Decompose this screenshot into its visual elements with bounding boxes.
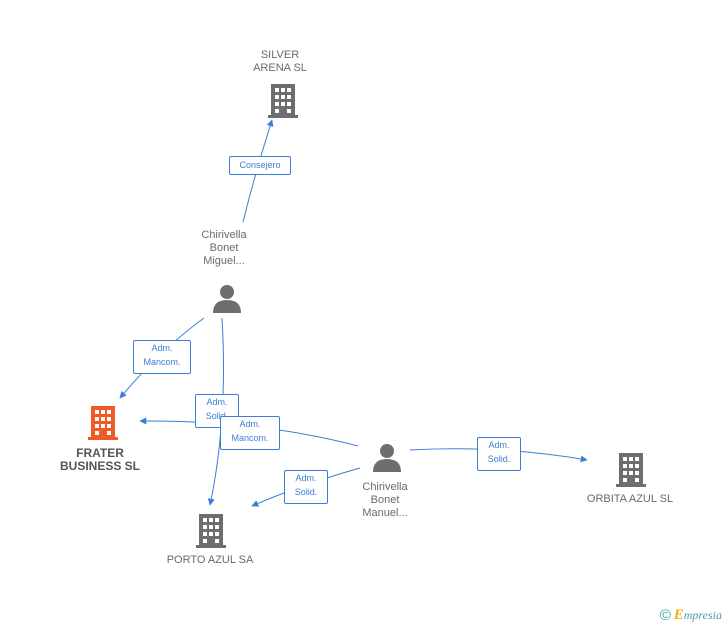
- person-icon[interactable]: [372, 442, 402, 472]
- person-icon[interactable]: [212, 283, 242, 313]
- copyright-symbol: ©: [659, 607, 671, 624]
- edge-label-adm-solid-manuel-porto[interactable]: Adm. Solid.: [284, 470, 328, 504]
- node-label-porto-azul: PORTO AZUL SA: [166, 554, 254, 566]
- node-label-frater-business: FRATER BUSINESS SL: [59, 446, 140, 473]
- building-icon[interactable]: [196, 514, 226, 548]
- building-icon[interactable]: [268, 84, 298, 118]
- building-icon[interactable]: [88, 406, 118, 440]
- edge-label-adm-mancom-miguel[interactable]: Adm. Mancom.: [133, 340, 191, 374]
- node-label-orbita-azul: ORBITA AZUL SL: [586, 493, 674, 505]
- node-label-silver-arena: SILVER ARENA SL: [253, 49, 307, 74]
- building-icon[interactable]: [616, 453, 646, 487]
- node-label-chirivella-miguel: Chirivella Bonet Miguel...: [201, 229, 247, 267]
- edge-label-consejero[interactable]: Consejero: [229, 156, 291, 175]
- edge-label-adm-solid-manuel-orbita[interactable]: Adm. Solid.: [477, 437, 521, 471]
- brand-logo: Empresia: [673, 607, 722, 623]
- edge-label-adm-solid-miguel[interactable]: Adm. Solid.: [195, 394, 239, 428]
- copyright-logo: © Empresia: [660, 607, 722, 624]
- edge-label-adm-mancom-manuel[interactable]: Adm. Mancom.: [220, 416, 280, 450]
- node-label-chirivella-manuel: Chirivella Bonet Manuel...: [362, 481, 408, 519]
